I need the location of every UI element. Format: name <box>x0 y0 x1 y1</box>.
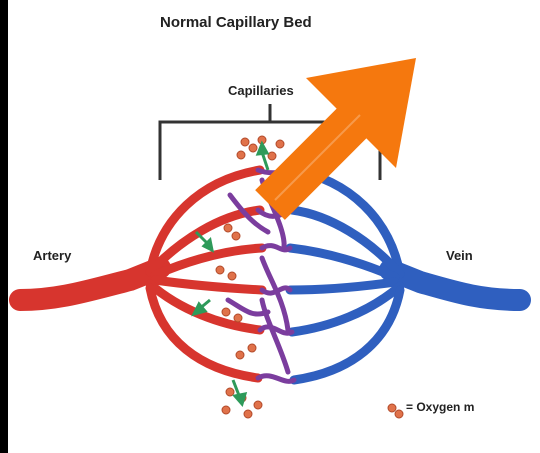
artery-vessel <box>20 268 160 300</box>
diagram-title: Normal Capillary Bed <box>160 14 312 31</box>
legend: = Oxygen m <box>406 400 474 414</box>
arrow-up-right-icon <box>270 58 416 205</box>
capillaries-label: Capillaries <box>228 83 294 98</box>
venule-branches <box>290 170 400 380</box>
vein-vessel <box>390 270 520 300</box>
oxygen-molecule-icon <box>388 404 403 418</box>
legend-text: = Oxygen m <box>406 400 474 414</box>
arteriole-branches <box>150 170 262 378</box>
artery-label: Artery <box>33 248 71 263</box>
vein-label: Vein <box>446 248 473 263</box>
